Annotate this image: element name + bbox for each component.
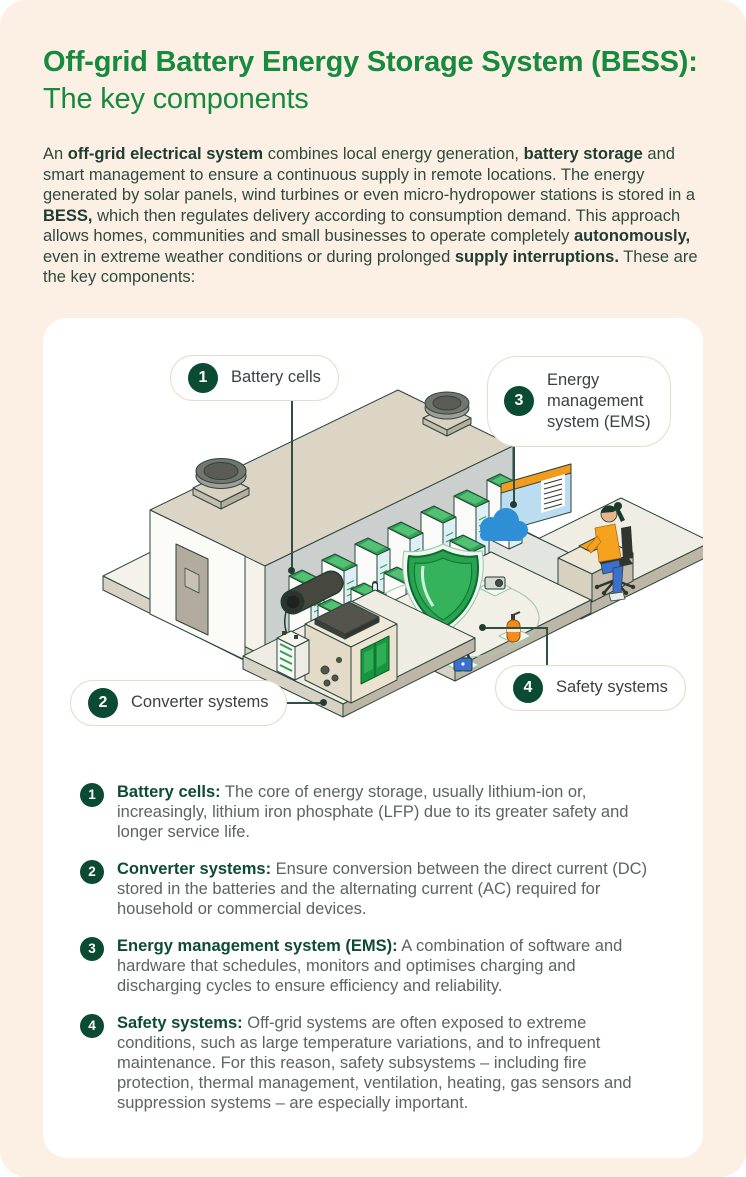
legend-body: Ensure conversion between the direct cur…	[117, 859, 648, 918]
intro-bold-segment: battery storage	[523, 145, 643, 163]
fire-extinguisher-icon	[506, 610, 521, 642]
intro-segment: even in extreme weather conditions or du…	[43, 247, 455, 266]
callout-converter-systems: 2 Converter systems	[70, 679, 287, 726]
legend-number-badge: 1	[80, 782, 104, 807]
page-title-bold: Off-grid Battery Energy Storage System (…	[43, 46, 698, 78]
intro-segment: and smart management to ensure a continu…	[43, 145, 696, 204]
legend-number-badge: 4	[80, 1013, 104, 1038]
roof-vent-icon	[422, 391, 472, 436]
legend-text: Energy management system (EMS): A combin…	[117, 936, 648, 996]
callout-label: Safety systems	[556, 678, 668, 696]
legend-item-converter-systems: 2 Converter systems: Ensure conversion b…	[80, 859, 648, 919]
cable-drum-icon	[280, 570, 344, 614]
callout-safety-systems: 4 Safety systems	[495, 664, 686, 711]
building-end-wall	[149, 509, 246, 660]
legend-text: Battery cells: The core of energy storag…	[117, 782, 648, 842]
callout-label: Battery cells	[231, 368, 321, 386]
legend-item-battery-cells: 1 Battery cells: The core of energy stor…	[80, 782, 648, 842]
intro-segment: which then regulates delivery according …	[43, 206, 681, 246]
legend-text: Safety systems: Off-grid systems are oft…	[117, 1013, 648, 1113]
intro-segment: combines local energy generation,	[263, 145, 524, 163]
sensor-camera-icon	[484, 576, 506, 589]
legend-number-badge: 3	[80, 936, 104, 961]
legend-body: A combination of software and hardware t…	[117, 936, 623, 995]
callout-label: Converter systems	[131, 693, 269, 711]
component-legend: 1 Battery cells: The core of energy stor…	[43, 780, 703, 1113]
callout-ems: 3 Energy management system (EMS)	[487, 355, 671, 447]
operator-person	[586, 501, 626, 601]
converter-cabinet	[280, 570, 398, 703]
callout-number-badge: 3	[504, 386, 534, 416]
intro-paragraph: An off-grid electrical system combines l…	[43, 144, 703, 288]
connector-dot	[510, 500, 517, 508]
shield-icon	[402, 543, 484, 634]
legend-text: Converter systems: Ensure conversion bet…	[117, 859, 648, 919]
connector-safety-systems	[482, 626, 548, 629]
bess-illustration	[102, 389, 703, 717]
legend-item-ems: 3 Energy management system (EMS): A comb…	[80, 936, 648, 996]
intro-bold-segment: supply interruptions.	[454, 247, 619, 266]
intro-bold-segment: BESS,	[43, 206, 93, 225]
intro-segment: An	[43, 145, 68, 163]
connector-safety-systems	[546, 626, 548, 666]
legend-lead: Converter systems:	[117, 859, 272, 878]
legend-lead: Energy management system (EMS):	[117, 936, 398, 955]
page-title-regular: The key components	[43, 83, 309, 115]
dc-battery-module	[276, 630, 310, 680]
legend-item-safety-systems: 4 Safety systems: Off-grid systems are o…	[80, 1013, 648, 1113]
legend-body: Off-grid systems are often exposed to ex…	[117, 1013, 632, 1112]
legend-lead: Battery cells:	[117, 782, 221, 801]
roof-vent-icon	[192, 457, 250, 509]
intro-segment: These are the key components:	[43, 247, 698, 287]
connector-dot	[288, 566, 295, 574]
legend-body: The core of energy storage, usually lith…	[117, 782, 629, 841]
intro-bold-segment: off-grid electrical system	[67, 145, 264, 163]
callout-number-badge: 2	[88, 687, 118, 718]
callout-battery-cells: 1 Battery cells	[170, 354, 339, 401]
bess-scene: 1 Battery cells 3 Energy management syst…	[43, 318, 703, 780]
illustration-card: 1 Battery cells 3 Energy management syst…	[43, 317, 703, 1158]
legend-lead: Safety systems:	[117, 1013, 243, 1032]
ems-dashboard	[500, 463, 572, 532]
page-title: Off-grid Battery Energy Storage System (…	[43, 44, 703, 118]
connector-converter-systems	[275, 701, 324, 704]
legend-number-badge: 2	[80, 859, 104, 884]
connector-dot	[320, 698, 327, 706]
connector-battery-cells	[291, 398, 293, 571]
callout-number-badge: 4	[513, 672, 543, 703]
connector-dot	[479, 623, 486, 631]
intro-bold-segment: autonomously,	[574, 227, 691, 245]
callout-number-badge: 1	[188, 362, 218, 393]
cloud-icon	[480, 507, 528, 541]
connector-ems	[513, 443, 515, 504]
callout-label: Energy management system (EMS)	[547, 370, 651, 431]
